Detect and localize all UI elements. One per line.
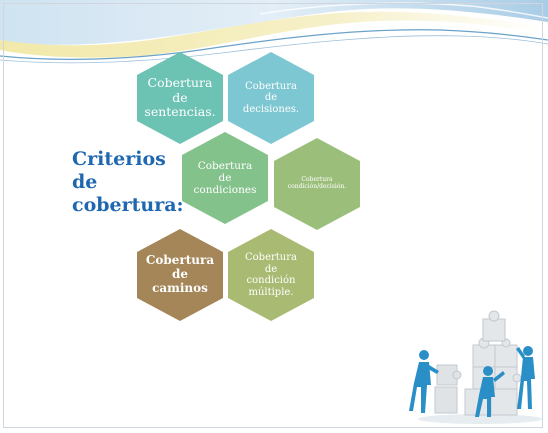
slide-title: Criterios de cobertura: <box>72 148 184 216</box>
hex-text-line: condición <box>246 275 296 286</box>
hex-text-line: de <box>264 92 278 104</box>
hex-text-line: decisiones. <box>242 103 300 115</box>
hex-text-line: caminos <box>152 280 208 295</box>
title-line-3: cobertura: <box>72 193 184 216</box>
blue-figure-right <box>516 346 535 409</box>
hex-text-line: sentencias. <box>144 104 216 120</box>
title-line-2: de <box>72 170 98 193</box>
puzzle-piece-left <box>434 364 462 414</box>
hex-text-line: de <box>171 267 189 282</box>
hex-text-line: Cobertura <box>245 80 297 92</box>
hex-text-line: Cobertura <box>147 75 213 91</box>
puzzle-piece-stack <box>464 310 522 416</box>
hex-text-line: de <box>264 263 278 275</box>
hexagon-cobertura-condicion-multiple: Cobertura de condición múltiple. <box>228 229 314 321</box>
hex-text-line: múltiple. <box>248 286 294 298</box>
hex-text-line: de <box>218 171 232 184</box>
hex-text-line: Cobertura <box>301 176 333 184</box>
hex-text-line: Cobertura <box>245 252 297 263</box>
puzzle-people-illustration <box>409 310 542 424</box>
hex-text-line: Cobertura <box>197 159 253 172</box>
hex-text-line: Cobertura <box>145 253 215 268</box>
title-line-1: Criterios <box>72 148 166 170</box>
hexagon-cobertura-condicion-decision: Cobertura condición/decisión. <box>274 138 360 230</box>
hexagon-cobertura-caminos: Cobertura de caminos <box>137 229 223 321</box>
hex-text-line: condición/decisión. <box>287 183 347 190</box>
hex-text-line: condiciones <box>193 184 257 197</box>
blue-figure-left <box>409 350 439 413</box>
hex-text-line: de <box>172 89 188 105</box>
blue-figure-center <box>475 366 505 417</box>
hexagon-cobertura-condiciones: Cobertura de condiciones <box>182 132 268 224</box>
hexagon-cobertura-decisiones: Cobertura de decisiones. <box>228 52 314 144</box>
